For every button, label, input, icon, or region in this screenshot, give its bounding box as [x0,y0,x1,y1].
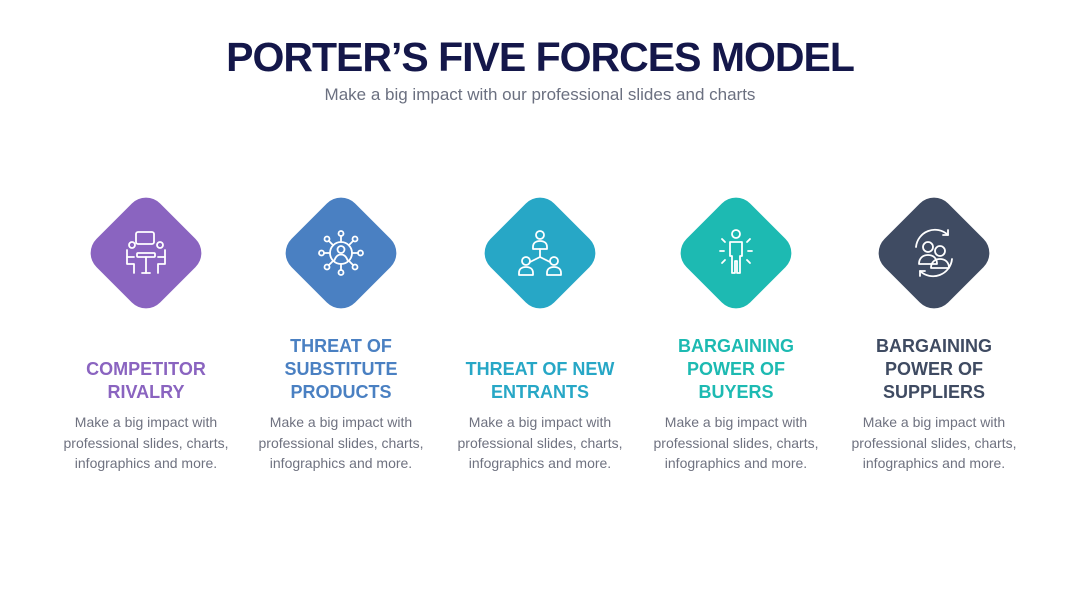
force-description: Make a big impact with professional slid… [258,414,424,471]
meeting-table-icon [116,223,176,283]
heading-line: ENTRANTS [491,382,589,402]
heading-line: SUPPLIERS [882,382,986,402]
heading-line: SUBSTITUTE [284,359,398,379]
heading-line: RIVALRY [107,382,185,402]
heading-line: BARGAINING [876,336,992,356]
page-title: PORTER’S FIVE FORCES MODEL [226,34,855,80]
diamond-badge [476,189,604,317]
diamond-badge [82,189,210,317]
force-description: Make a big impact with professional slid… [63,414,229,471]
heading-line: COMPETITOR [86,359,206,379]
diamond-badge [870,189,998,317]
heading-line: POWER OF [687,359,785,379]
diamond-badge [672,189,800,317]
hierarchy-people-icon [510,223,570,283]
force-heading: THREAT OF NEW ENTRANTS [442,332,638,404]
exchange-people-icon [904,223,964,283]
heading-line: POWER OF [885,359,983,379]
heading-line: BUYERS [698,382,774,402]
force-description: Make a big impact with professional slid… [851,414,1017,471]
force-heading: THREAT OF SUBSTITUTE PRODUCTS [243,332,439,404]
page-subtitle: Make a big impact with our professional … [324,85,756,104]
heading-line: BARGAINING [678,336,794,356]
diamond-badge [277,189,405,317]
heading-line: THREAT OF [290,336,392,356]
force-description: Make a big impact with professional slid… [653,414,819,471]
heading-line: PRODUCTS [290,382,392,402]
force-description: Make a big impact with professional slid… [457,414,623,471]
heading-line: THREAT OF NEW [465,359,615,379]
network-person-icon [311,223,371,283]
force-heading: COMPETITOR RIVALRY [48,332,244,404]
force-heading: BARGAINING POWER OF BUYERS [638,332,834,404]
person-rays-icon [706,223,766,283]
force-heading: BARGAINING POWER OF SUPPLIERS [836,332,1032,404]
